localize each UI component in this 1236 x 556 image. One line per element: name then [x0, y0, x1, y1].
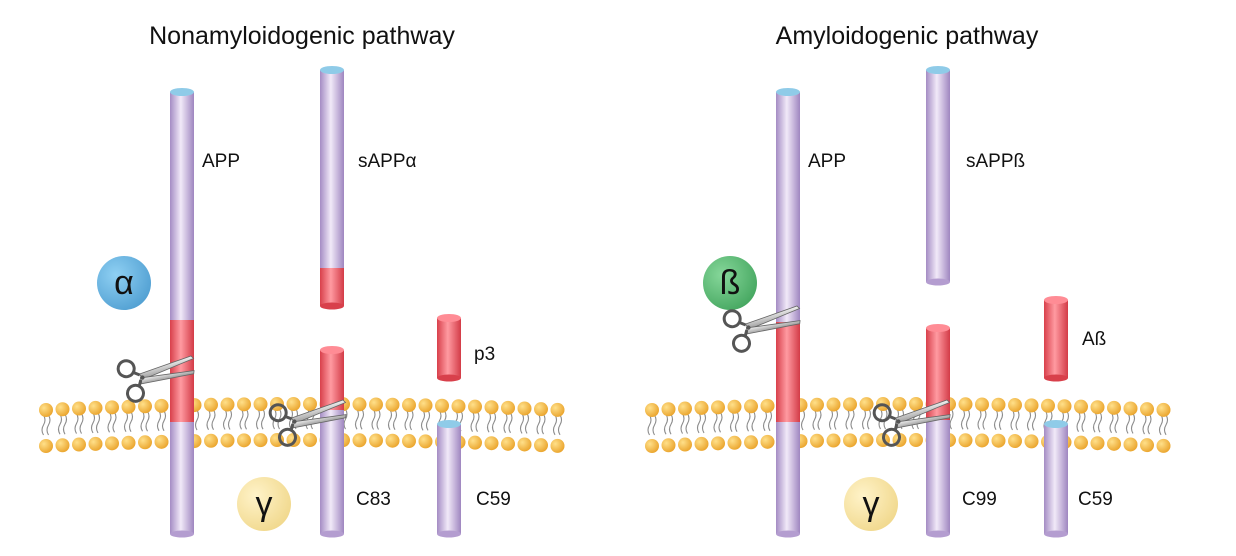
label-c99: C99 — [962, 489, 997, 510]
p3-rod — [437, 314, 461, 382]
sapp-beta-rod — [926, 66, 950, 286]
scissors-icon — [872, 399, 951, 447]
c83-rod — [320, 346, 344, 538]
gamma-symbol-left: γ — [256, 485, 273, 523]
lipid-bilayer-right — [645, 397, 1171, 453]
label-c59-left: C59 — [476, 489, 511, 510]
alpha-secretase: α — [97, 256, 151, 310]
label-sapp-alpha: sAPPα — [358, 151, 417, 172]
c59-rod-left — [437, 420, 461, 538]
c59-rod-right — [1044, 420, 1068, 538]
label-p3: p3 — [474, 344, 495, 365]
scissors-icon — [268, 399, 347, 447]
gamma-symbol-right: γ — [863, 485, 880, 523]
right-title: Amyloidogenic pathway — [776, 22, 1039, 50]
lipid-bilayer-left — [39, 397, 565, 453]
sapp-alpha-rod — [320, 66, 344, 310]
label-app-right: APP — [808, 151, 846, 172]
app-rod-right — [776, 88, 800, 538]
scissors-icon — [116, 355, 195, 403]
abeta-rod — [1044, 296, 1068, 382]
app-rod-left — [170, 88, 194, 538]
label-sapp-beta: sAPPß — [966, 151, 1025, 172]
label-c59-right: C59 — [1078, 489, 1113, 510]
c99-rod — [926, 324, 950, 538]
scissors-icon — [722, 305, 801, 353]
label-abeta: Aß — [1082, 329, 1106, 350]
gamma-secretase-left: γ — [237, 477, 291, 531]
alpha-symbol: α — [114, 264, 134, 302]
beta-symbol: ß — [720, 264, 741, 302]
label-c83: C83 — [356, 489, 391, 510]
left-title: Nonamyloidogenic pathway — [149, 22, 455, 50]
label-app-left: APP — [202, 151, 240, 172]
gamma-secretase-right: γ — [844, 477, 898, 531]
beta-secretase: ß — [703, 256, 757, 310]
